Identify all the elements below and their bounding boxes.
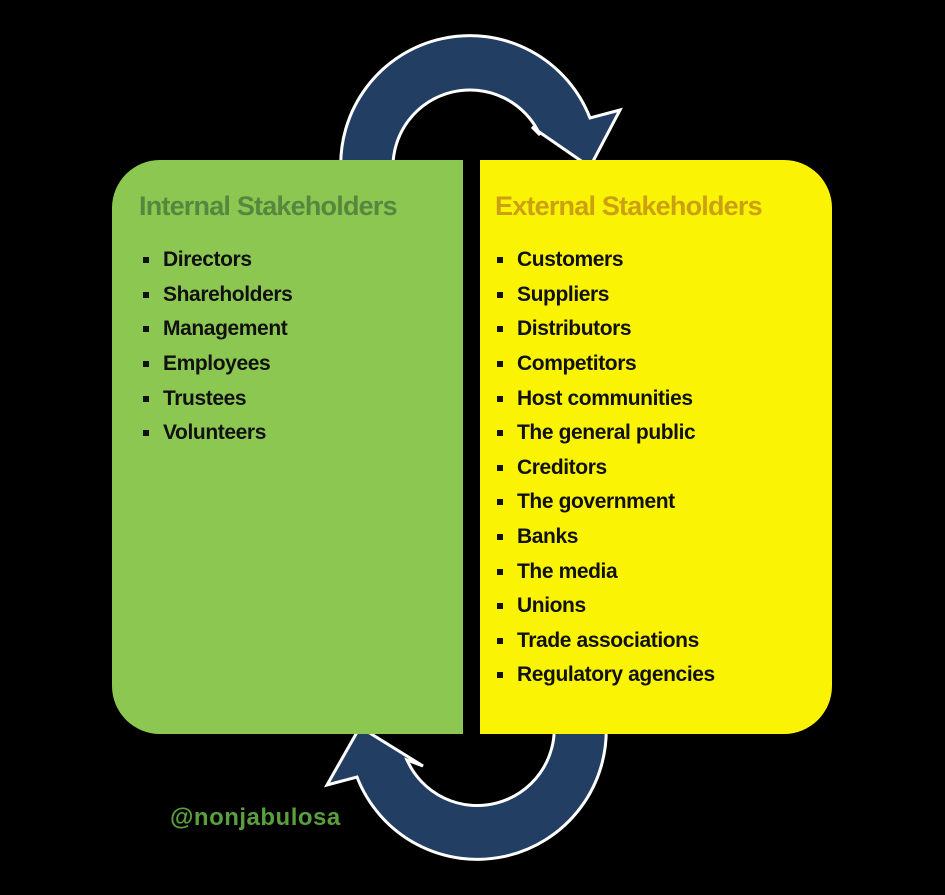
stakeholder-list-item: Trustees — [143, 381, 463, 416]
stakeholder-list-item: Unions — [497, 589, 832, 624]
top-cycle-arrow-icon — [339, 34, 623, 175]
stakeholder-label: Suppliers — [517, 282, 610, 306]
square-bullet-icon — [143, 430, 149, 437]
stakeholder-list-item: Directors — [143, 243, 463, 278]
stakeholder-label: Regulatory agencies — [517, 663, 715, 687]
stakeholder-label: The media — [517, 559, 618, 583]
square-bullet-icon — [143, 326, 149, 333]
watermark-credit: @nonjabulosa — [170, 804, 341, 831]
square-bullet-icon — [497, 499, 503, 506]
stakeholder-label: The government — [517, 490, 675, 514]
square-bullet-icon — [143, 291, 149, 298]
square-bullet-icon — [497, 672, 503, 679]
stakeholder-list-item: Banks — [497, 520, 832, 555]
stakeholder-label: Customers — [517, 248, 624, 272]
square-bullet-icon — [143, 361, 149, 368]
stakeholder-list-item: The government — [497, 485, 832, 520]
stakeholder-list-item: Distributors — [497, 312, 832, 347]
square-bullet-icon — [497, 326, 503, 333]
square-bullet-icon — [497, 361, 503, 368]
square-bullet-icon — [143, 395, 149, 402]
stakeholder-label: Host communities — [517, 386, 693, 410]
square-bullet-icon — [497, 637, 503, 644]
square-bullet-icon — [497, 395, 503, 402]
internal-panel-title: Internal Stakeholders — [139, 191, 398, 221]
stakeholder-list-item: Volunteers — [143, 416, 463, 451]
square-bullet-icon — [497, 430, 503, 437]
stakeholder-list-item: Creditors — [497, 451, 832, 486]
square-bullet-icon — [497, 534, 503, 541]
stakeholder-label: Directors — [163, 248, 252, 272]
square-bullet-icon — [497, 464, 503, 471]
stakeholder-list-item: Employees — [143, 347, 463, 382]
square-bullet-icon — [143, 257, 149, 264]
stakeholder-label: Unions — [517, 594, 586, 618]
stakeholder-label: The general public — [517, 421, 696, 445]
stakeholder-label: Management — [163, 317, 288, 341]
square-bullet-icon — [497, 257, 503, 264]
bottom-cycle-arrow-icon — [323, 720, 608, 861]
square-bullet-icon — [497, 603, 503, 610]
stakeholder-label: Creditors — [517, 455, 607, 479]
stakeholder-label: Trade associations — [517, 628, 699, 652]
stakeholder-list-item: Trade associations — [497, 624, 832, 659]
stakeholder-list-item: The media — [497, 554, 832, 589]
stakeholder-list-item: Competitors — [497, 347, 832, 382]
stakeholder-list-item: Suppliers — [497, 278, 832, 313]
stakeholder-label: Trustees — [163, 386, 247, 410]
external-panel-title: External Stakeholders — [495, 191, 763, 221]
stakeholder-list-item: Regulatory agencies — [497, 658, 832, 693]
stakeholder-label: Banks — [517, 525, 579, 549]
stakeholder-label: Employees — [163, 352, 271, 376]
stakeholder-label: Shareholders — [163, 282, 293, 306]
stakeholder-list-item: Host communities — [497, 381, 832, 416]
stakeholder-list-item: Management — [143, 312, 463, 347]
square-bullet-icon — [497, 291, 503, 298]
stakeholder-label: Distributors — [517, 317, 632, 341]
stakeholder-list-item: Shareholders — [143, 278, 463, 313]
stakeholder-label: Volunteers — [163, 421, 266, 445]
square-bullet-icon — [497, 568, 503, 575]
stakeholder-list-item: Customers — [497, 243, 832, 278]
stakeholder-label: Competitors — [517, 352, 637, 376]
stakeholder-list-item: The general public — [497, 416, 832, 451]
